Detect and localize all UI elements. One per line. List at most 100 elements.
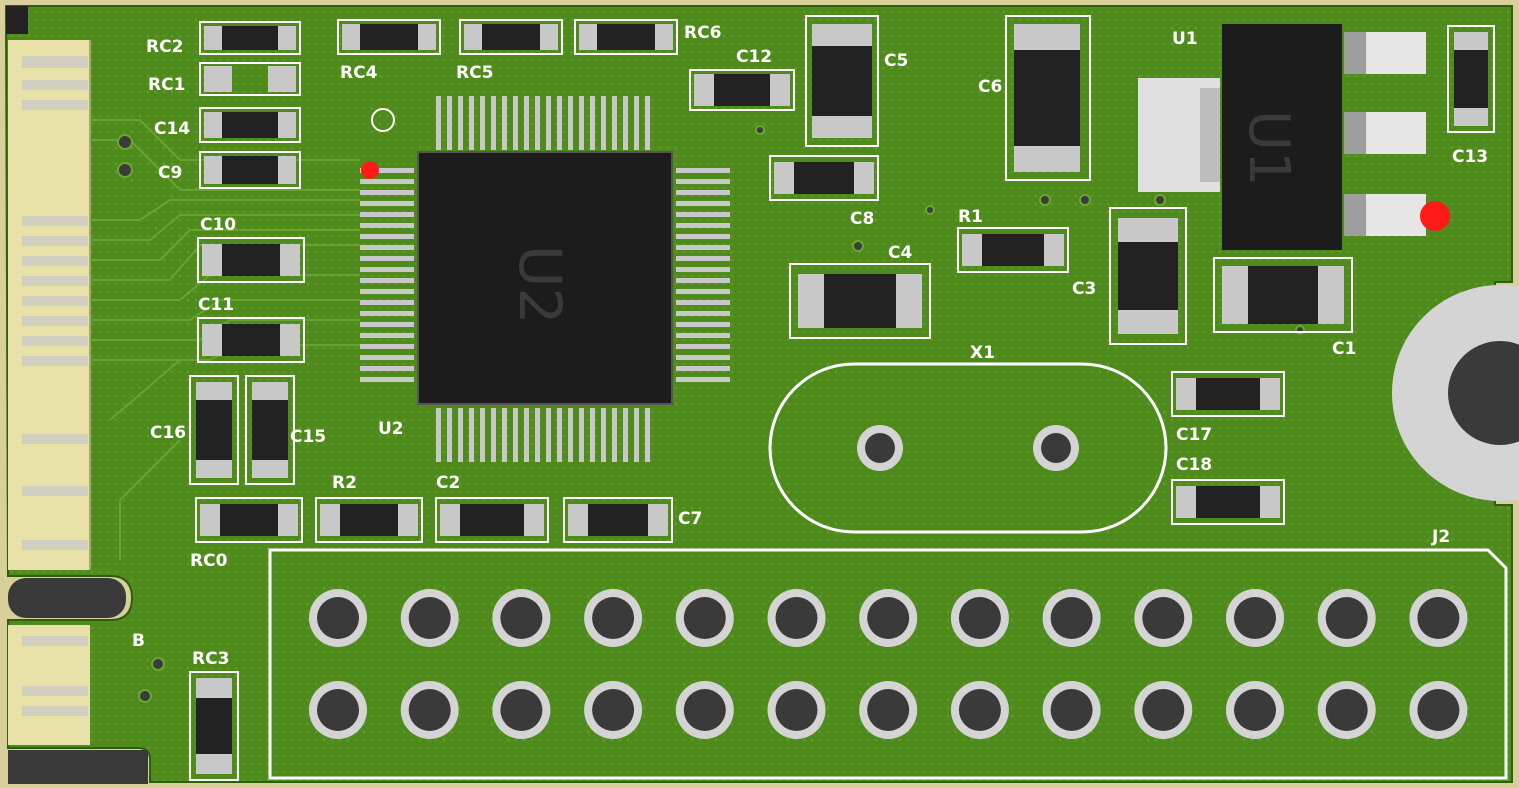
x1-crystal	[768, 362, 1168, 534]
label-c2: C2	[436, 473, 460, 493]
j2-pin-hole	[317, 597, 359, 639]
rc0-part	[195, 497, 303, 543]
label-rc1: RC1	[148, 75, 185, 95]
j2-pin-hole	[1234, 597, 1276, 639]
j2-pin-group	[309, 589, 1468, 739]
j2-pin-hole	[958, 597, 1001, 639]
u2-pins-right	[676, 168, 730, 382]
c14-part	[199, 107, 301, 143]
u2-pins-bottom	[436, 408, 650, 462]
c9-part	[199, 151, 301, 189]
c7-part	[563, 497, 673, 543]
j2-pin-hole	[500, 597, 543, 639]
label-c10: C10	[200, 215, 236, 235]
label-rc5: RC5	[456, 63, 493, 83]
c8-part	[769, 155, 879, 201]
label-c13: C13	[1452, 147, 1488, 167]
label-c14: C14	[154, 119, 190, 139]
j2-pin-hole	[1325, 597, 1368, 639]
label-c18: C18	[1176, 455, 1212, 475]
rc5-part	[459, 19, 563, 55]
j2-pin-hole	[317, 689, 359, 731]
label-c16: C16	[150, 423, 186, 443]
label-x1: X1	[970, 343, 995, 363]
j2-pin-hole	[408, 597, 451, 639]
u2-chip: U2	[360, 96, 730, 462]
label-c5: C5	[884, 51, 908, 71]
j2-pin-hole	[592, 689, 635, 731]
j2-pin-hole	[683, 597, 726, 639]
c2-part	[435, 497, 549, 543]
label-u2: U2	[378, 419, 404, 439]
c4-part	[789, 263, 931, 339]
board-dark-corner	[6, 6, 28, 34]
label-c15: C15	[290, 427, 326, 447]
c15-part	[245, 375, 295, 485]
u2-pins-top	[436, 96, 650, 150]
r1-part	[957, 227, 1069, 273]
label-c9: C9	[158, 163, 182, 183]
j2-pin-hole	[867, 597, 910, 639]
label-r1: R1	[958, 207, 983, 227]
label-rc6: RC6	[684, 23, 721, 43]
edge-mark: B	[132, 631, 145, 651]
label-c12: C12	[736, 47, 772, 67]
c3-part	[1109, 207, 1187, 345]
c16-part	[189, 375, 239, 485]
c12-part	[689, 69, 795, 111]
c13-part	[1447, 25, 1495, 133]
rc3-part	[189, 671, 239, 781]
j2-header-outline	[268, 548, 1508, 780]
u2-chip-mark: U2	[506, 245, 574, 324]
j2-pin-hole	[958, 689, 1001, 731]
mounting-hole	[1392, 285, 1519, 501]
j2-pin-hole	[500, 689, 543, 731]
label-rc3: RC3	[192, 649, 229, 669]
r2-part	[315, 497, 423, 543]
label-c17: C17	[1176, 425, 1212, 445]
label-rc0: RC0	[190, 551, 228, 571]
label-c7: C7	[678, 509, 702, 529]
label-c8: C8	[850, 209, 874, 229]
j2-pin-hole	[867, 689, 910, 731]
label-c3: C3	[1072, 279, 1096, 299]
label-c11: C11	[198, 295, 234, 315]
u1-chip-mark: U1	[1236, 110, 1301, 187]
label-c6: C6	[978, 77, 1002, 97]
j2-pin-hole	[1050, 597, 1093, 639]
label-c4: C4	[888, 243, 912, 263]
board-substrate	[4, 5, 1513, 783]
fiducial	[371, 108, 395, 132]
label-u1: U1	[1172, 29, 1198, 49]
c10-part	[197, 237, 305, 283]
j2-pin-hole	[1234, 689, 1276, 731]
u1-body	[1222, 24, 1342, 250]
connector-latch-top	[8, 578, 126, 618]
j2-pin-hole	[592, 597, 635, 639]
j2-pin-hole	[683, 689, 726, 731]
j2-pin-hole	[1050, 689, 1093, 731]
connector-latch-bottom	[8, 750, 148, 784]
label-rc2: RC2	[146, 37, 183, 57]
u1-pin1-marker	[1420, 201, 1450, 231]
label-c1: C1	[1332, 339, 1356, 359]
edge-connector	[8, 40, 148, 784]
rc2-part	[199, 21, 301, 55]
j2-pin-hole	[1417, 689, 1460, 731]
rc6-part	[574, 19, 678, 55]
label-rc4: RC4	[340, 63, 378, 83]
component-group	[189, 15, 1495, 781]
j2-pin-hole	[775, 689, 818, 731]
rc1-part	[199, 62, 301, 96]
u2-pins-left	[360, 168, 414, 382]
u2-body	[417, 151, 673, 405]
u1-regulator: U1	[1138, 24, 1450, 250]
c18-part	[1171, 479, 1285, 525]
c17-part	[1171, 371, 1285, 417]
label-j2: J2	[1431, 527, 1450, 547]
silkscreen-labels: RC2 RC1 C14 C9 RC4 RC5 RC6 C12 C5 C6 U1 …	[146, 23, 1488, 669]
c1-part	[1213, 257, 1353, 333]
j2-pin-hole	[408, 689, 451, 731]
u2-pin1-marker	[361, 161, 379, 179]
